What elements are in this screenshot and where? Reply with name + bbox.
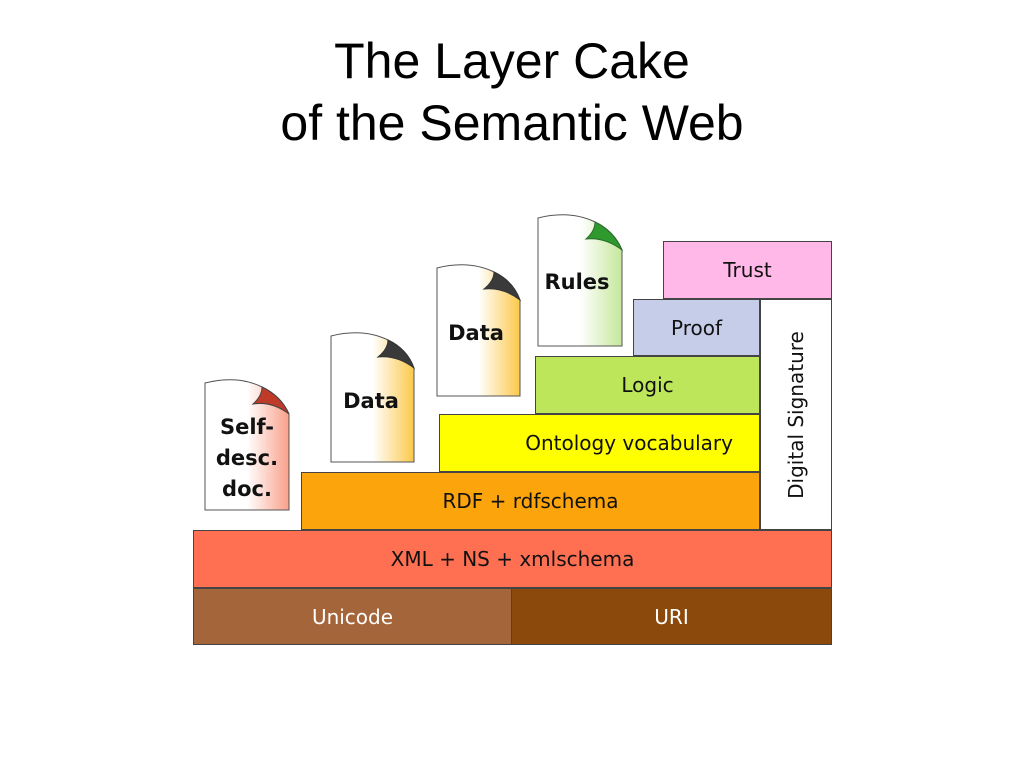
layer-rdf: RDF + rdfschema: [301, 472, 760, 530]
layer-proof: Proof: [633, 299, 760, 356]
layer-digital-signature: Digital Signature: [760, 299, 832, 530]
doc-label-rules: Rules: [544, 270, 610, 294]
doc-label-selfdesc-line-3: doc.: [222, 477, 272, 501]
title-line-2: of the Semantic Web: [280, 95, 744, 151]
page-title: The Layer Cake of the Semantic Web: [0, 30, 1024, 154]
layer-trust: Trust: [663, 241, 832, 299]
layer-unicode: Unicode: [193, 588, 512, 645]
doc-label-selfdesc: Self- desc. doc.: [205, 412, 289, 505]
layer-uri-label: URI: [654, 604, 689, 629]
document-icon-selfdesc: [204, 379, 290, 511]
layer-logic-label: Logic: [621, 373, 674, 397]
document-icon-data-2: [436, 264, 522, 397]
title-line-1: The Layer Cake: [334, 33, 690, 89]
layer-unicode-label: Unicode: [311, 604, 394, 629]
doc-label-selfdesc-line-2: desc.: [215, 446, 279, 470]
layer-rdf-label: RDF + rdfschema: [442, 489, 619, 513]
layer-proof-label: Proof: [670, 315, 722, 340]
layer-digital-signature-label: Digital Signature: [784, 330, 808, 499]
document-icon-rules: [537, 214, 624, 347]
layer-trust-label: Trust: [723, 258, 772, 282]
doc-label-data-2: Data: [448, 321, 504, 345]
layer-ontology: Ontology vocabulary: [439, 414, 760, 472]
layer-xml: XML + NS + xmlschema: [193, 530, 832, 588]
document-icon-data-1: [330, 332, 416, 463]
layer-uri: URI: [511, 588, 832, 645]
doc-label-selfdesc-line-1: Self-: [219, 415, 275, 439]
layer-logic: Logic: [535, 356, 760, 414]
layer-ontology-label: Ontology vocabulary: [525, 431, 733, 455]
doc-label-data-1: Data: [343, 389, 399, 413]
layer-xml-label: XML + NS + xmlschema: [390, 547, 635, 571]
